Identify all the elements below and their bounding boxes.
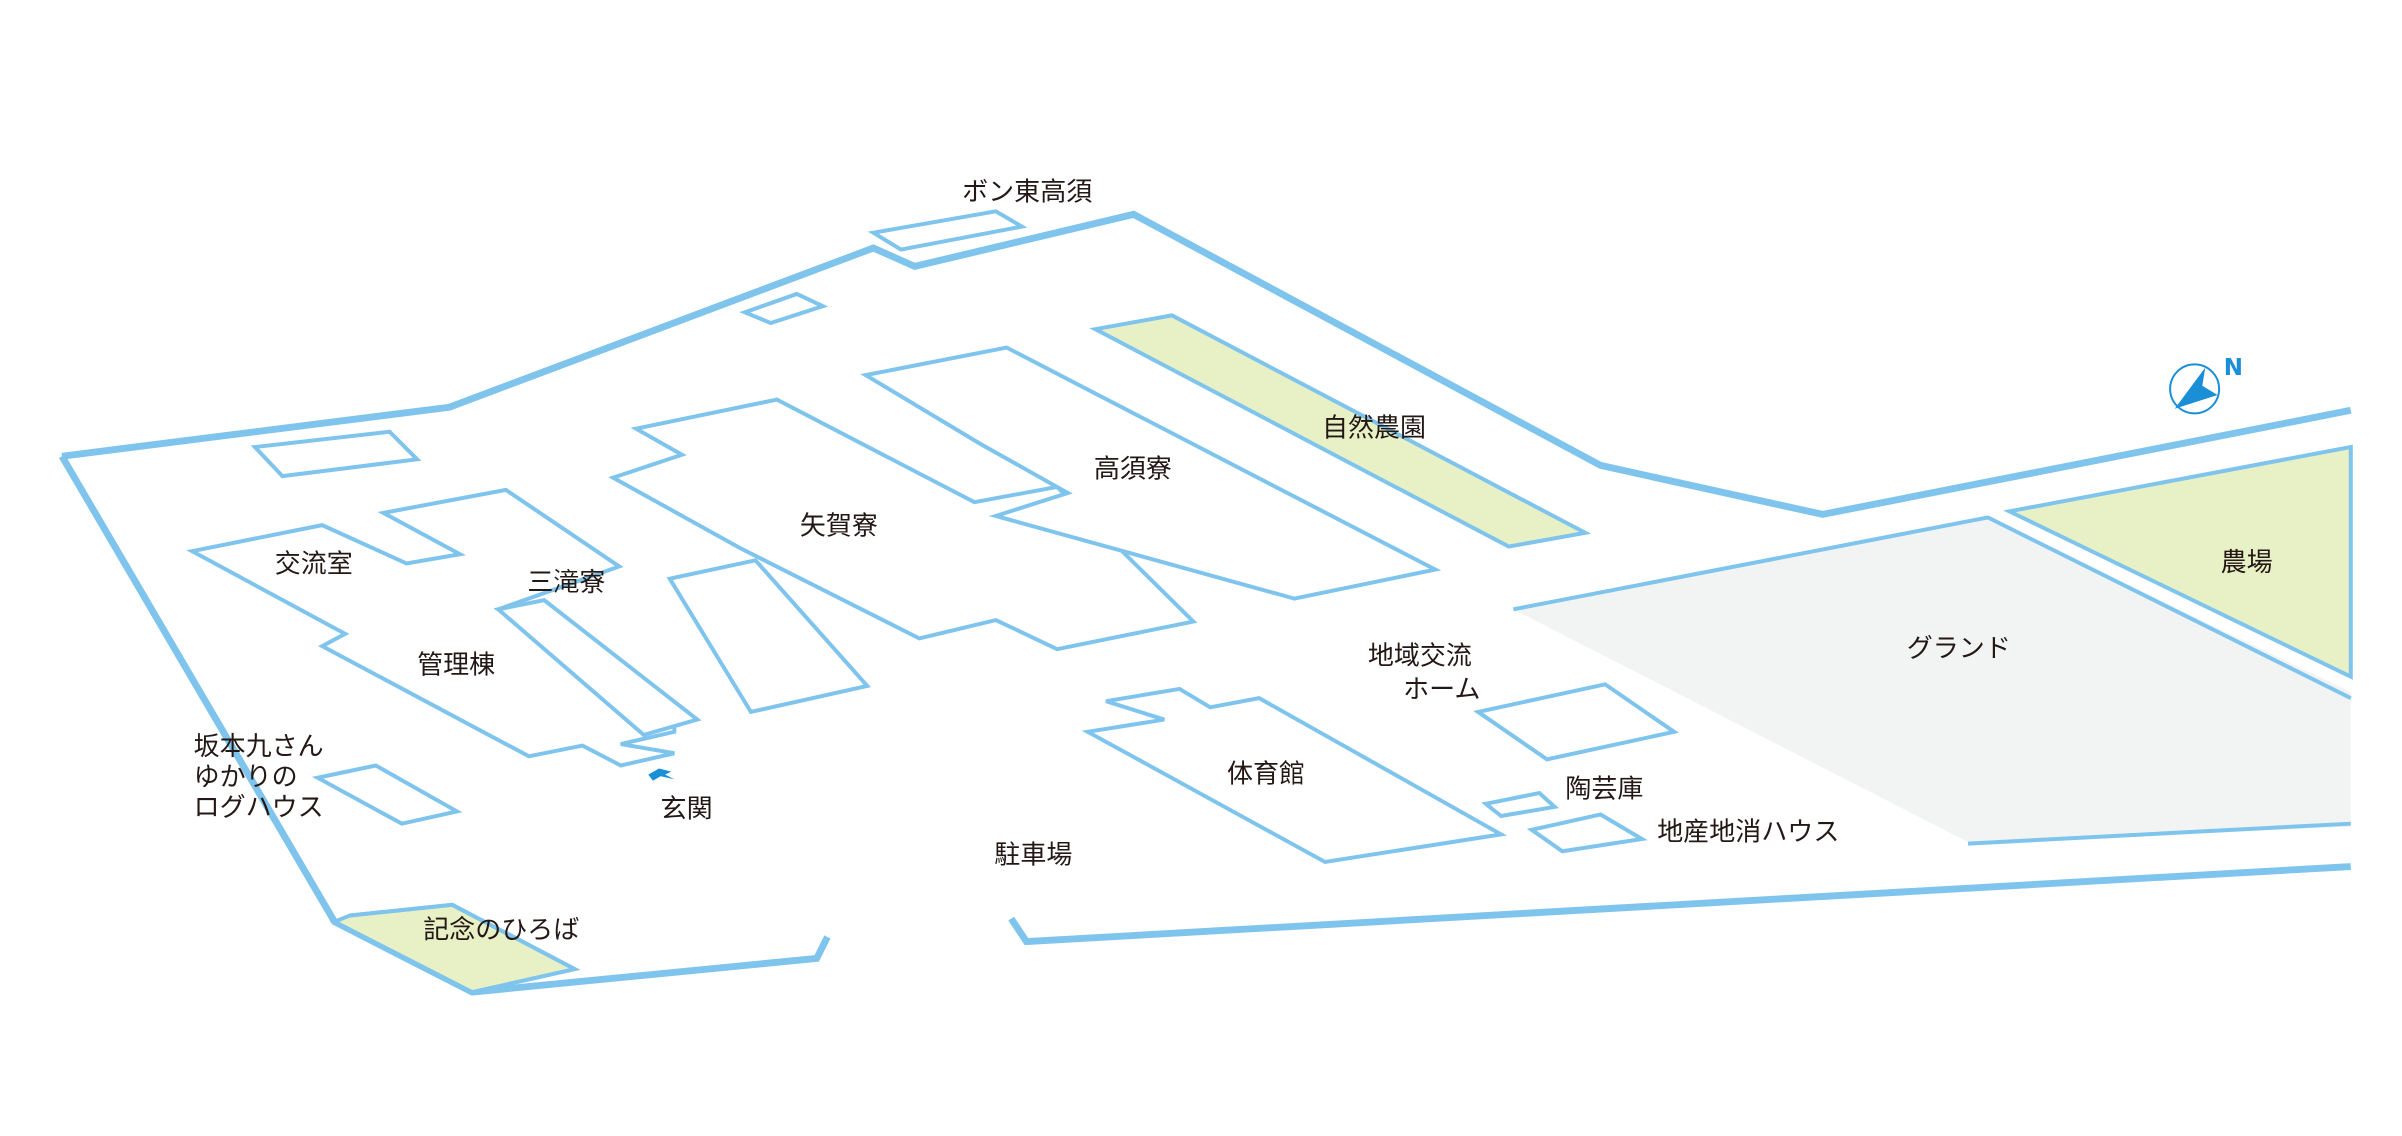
site-boundary-top xyxy=(61,210,2352,518)
label-sakamoto-2: ゆかりの xyxy=(194,762,298,792)
building-small-north[interactable] xyxy=(739,291,829,326)
label-chiiki-home-1: 地域交流 xyxy=(1368,641,1472,671)
label-bon: ボン東高須 xyxy=(962,178,1092,208)
building-chisan-house[interactable] xyxy=(1526,812,1648,854)
building-loghouse[interactable] xyxy=(311,763,463,826)
building-taiikukan[interactable] xyxy=(1081,686,1508,865)
building-yaga[interactable] xyxy=(608,397,1198,652)
label-genkan: 玄関 xyxy=(661,795,713,825)
label-mitaki-ryo: 三滝寮 xyxy=(527,568,605,598)
label-sakamoto-3: ログハウス xyxy=(194,793,324,823)
label-taiikukan: 体育館 xyxy=(1227,759,1305,789)
label-chushajo: 駐車場 xyxy=(994,840,1072,870)
label-kinen-hiroba: 記念のひろば xyxy=(423,916,579,946)
label-tougeiko: 陶芸庫 xyxy=(1565,775,1643,805)
building-kanri-complex[interactable] xyxy=(186,487,677,768)
label-nojo: 農場 xyxy=(2221,548,2273,578)
ground-top-edge xyxy=(1512,515,2352,700)
label-koryushitsu: 交流室 xyxy=(275,550,353,580)
entrance-arrow-icon xyxy=(648,768,675,781)
building-bon[interactable] xyxy=(867,209,1028,252)
label-shizen-noen: 自然農園 xyxy=(1322,413,1426,443)
label-kanri-to: 管理棟 xyxy=(417,651,495,681)
building-northwest[interactable] xyxy=(250,429,422,479)
kinen-hiroba-edge xyxy=(349,902,576,971)
building-takasu[interactable] xyxy=(860,345,1442,601)
building-yaga-south[interactable] xyxy=(666,558,871,715)
ground-area[interactable] xyxy=(1513,517,2351,843)
label-chiiki-home-2: ホーム xyxy=(1403,675,1480,705)
shizen-noen-area[interactable] xyxy=(1089,313,1592,549)
label-yaga-ryo: 矢賀寮 xyxy=(800,511,878,541)
building-tougeiko[interactable] xyxy=(1481,790,1560,819)
site-boundary-bottom xyxy=(1008,863,2351,946)
farm-area[interactable] xyxy=(2003,444,2353,680)
building-chiiki-home[interactable] xyxy=(1473,682,1679,762)
label-sakamoto-1: 坂本九さん xyxy=(194,732,324,762)
compass-icon xyxy=(2169,363,2221,415)
ground-bottom-edge xyxy=(1967,821,2351,846)
compass-north-label: N xyxy=(2224,355,2243,381)
label-ground: グランド xyxy=(1907,634,2011,664)
label-takasu-ryo: 高須寮 xyxy=(1094,455,1172,485)
building-mitaki-wing[interactable] xyxy=(493,598,702,738)
label-chisan-house: 地産地消ハウス xyxy=(1657,818,1839,848)
